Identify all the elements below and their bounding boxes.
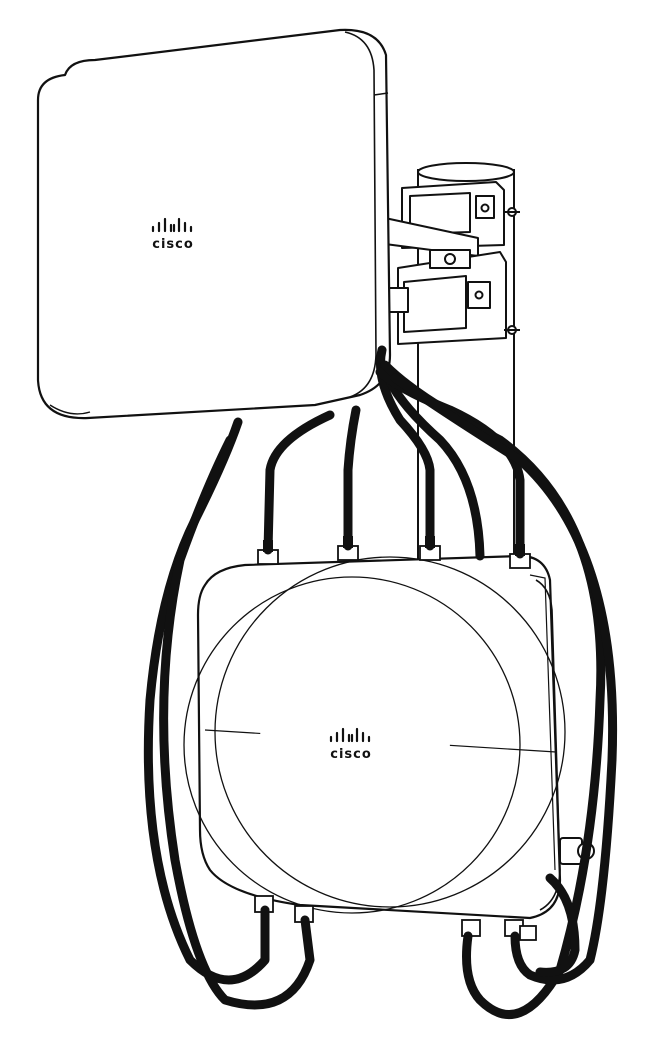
- ap-cisco-logo: cisco: [329, 727, 372, 762]
- cable-8: [380, 360, 606, 1020]
- patch-antenna: cisco: [36, 28, 392, 420]
- ap-brand-text: cisco: [330, 747, 372, 762]
- cable-7: [159, 435, 315, 1010]
- connector-bottom-5: [519, 925, 537, 941]
- ap-front-circle-right: [183, 576, 521, 914]
- cable-4: [380, 365, 485, 561]
- cable-2: [343, 405, 361, 551]
- antenna-cables: [143, 345, 618, 1020]
- ap-front-circle-left: [214, 556, 566, 908]
- bottom-connectors: [254, 895, 537, 941]
- cable-1: [263, 410, 335, 555]
- cable-9: [390, 373, 618, 985]
- antenna-cisco-logo: cisco: [151, 217, 194, 252]
- cable-ferrules: [263, 536, 525, 556]
- cable-10: [535, 873, 580, 977]
- access-point: cisco: [183, 554, 595, 920]
- antenna-brand-text: cisco: [152, 237, 194, 252]
- mounting-bracket: [384, 181, 520, 345]
- ap-logo-bars-icon: [329, 727, 371, 743]
- antenna-logo-bars-icon: [151, 217, 193, 233]
- top-connectors: [257, 545, 531, 569]
